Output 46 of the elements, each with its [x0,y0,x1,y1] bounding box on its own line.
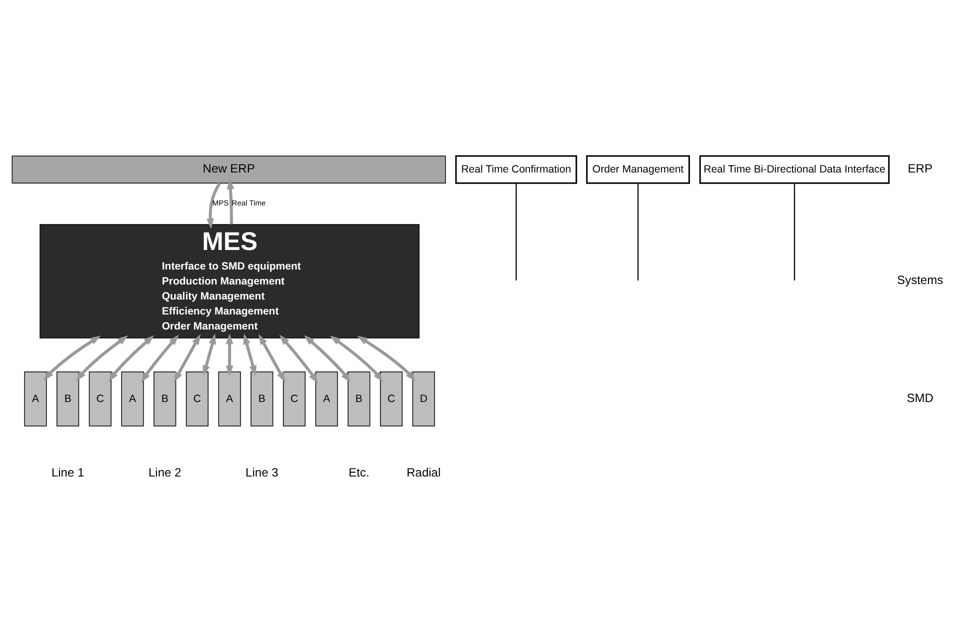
edge-label: Real Time [232,198,266,208]
node-box: A [218,371,241,426]
arrow [140,334,179,382]
node-box: Real Time Bi-Directional Data Interface [699,154,890,184]
connector [637,182,639,280]
connector [516,182,517,280]
arrow [108,334,154,382]
connector [794,182,796,280]
node-box: A [24,371,47,426]
label: Etc. [348,464,370,479]
node-box: A [121,371,144,426]
arrow [304,334,351,382]
arrow [226,333,234,376]
node-box: Real Time Confirmation [455,154,578,184]
arrow [226,178,234,224]
arrow [76,334,128,381]
node-box: Order Management [586,154,690,184]
node-box: C [186,371,208,426]
edge-label: MPS [212,198,229,208]
arrow [202,333,216,376]
arrow [357,335,416,382]
arrow [174,334,201,382]
node-box: B [56,371,80,426]
node-box: B [250,371,274,426]
label: SMD [906,390,934,404]
node-box: C [380,371,403,426]
arrow [44,335,101,380]
label: Systems [897,272,944,287]
node-box: A [315,371,338,426]
arrow [279,334,318,384]
node-box: D [412,371,435,426]
node-box: New ERP [12,155,446,183]
arrow [243,333,256,376]
label: Line 1 [51,464,84,479]
node-box: MES Interface to SMD equipment Production Management Quality Management Efficiency Management Order Management [40,224,420,338]
node-box: C [88,371,112,426]
arrow [330,335,384,382]
label: ERP [908,160,932,175]
node-box: C [282,371,306,426]
label: Line 2 [148,464,182,479]
arrow [258,334,286,382]
node-box: B [348,371,370,426]
node-label: Radial [406,464,441,479]
node-box: B [154,371,176,426]
label: Line 3 [246,464,278,479]
arrow [206,182,221,228]
